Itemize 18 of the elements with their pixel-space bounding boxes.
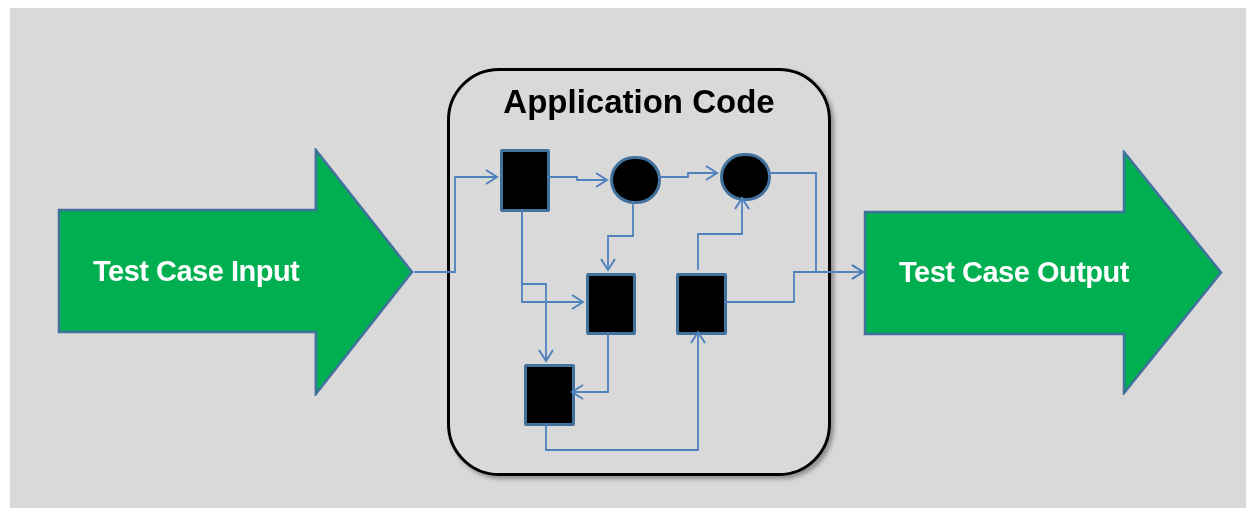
block-arrow xyxy=(57,148,414,396)
connector-arrow xyxy=(545,331,706,451)
connector-arrow xyxy=(657,165,718,181)
connector-arrow xyxy=(697,197,750,271)
connector-arrow xyxy=(600,200,634,271)
block-arrow xyxy=(863,150,1223,395)
connector-arrow xyxy=(723,264,864,303)
container-title: Application Code xyxy=(503,85,775,118)
arrow-label: Test Case Input xyxy=(93,254,300,290)
process-box xyxy=(524,364,575,426)
connector-arrow xyxy=(413,169,498,273)
process-box xyxy=(586,273,636,335)
connector-arrow xyxy=(546,172,608,188)
connector-arrow xyxy=(571,331,609,400)
process-box xyxy=(676,273,727,335)
container-box xyxy=(447,68,831,476)
process-box xyxy=(500,149,550,212)
arrow-label: Test Case Output xyxy=(899,254,1129,290)
